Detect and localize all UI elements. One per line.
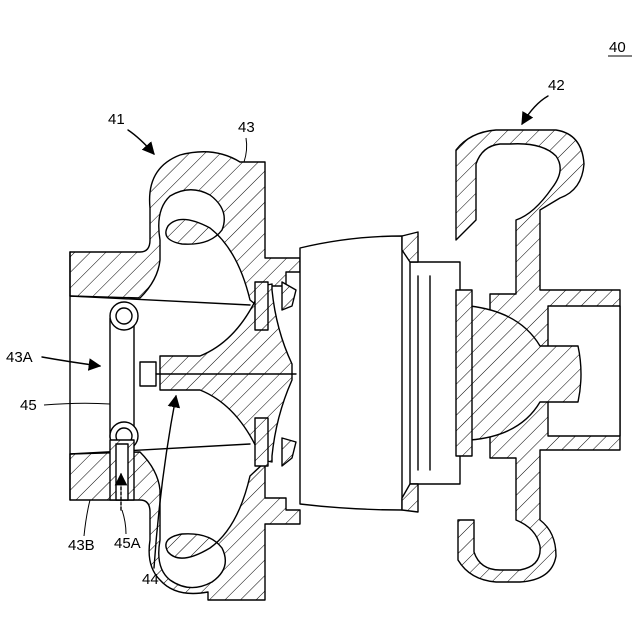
- label-43: 43: [238, 119, 255, 136]
- shaft-nut: [140, 362, 156, 386]
- figure-number: 40: [609, 39, 626, 56]
- recirculation-pipe-45: [110, 302, 138, 510]
- label-45A: 45A: [114, 535, 141, 552]
- label-41: 41: [108, 111, 125, 128]
- label-45-group: 45: [20, 397, 110, 414]
- label-45: 45: [20, 397, 37, 414]
- bearing-housing: [300, 232, 460, 512]
- turbine-housing-42: [456, 130, 620, 582]
- label-43A: 43A: [6, 349, 33, 366]
- label-43B-group: 43B: [68, 500, 95, 554]
- label-43B: 43B: [68, 537, 95, 554]
- inlet-lower-wall: [70, 444, 250, 454]
- label-42-group: 42: [522, 77, 565, 124]
- label-43-group: 43: [238, 119, 255, 162]
- label-41-group: 41: [108, 111, 154, 154]
- label-45A-group: 45A: [114, 510, 141, 552]
- inlet-upper-wall: [70, 296, 250, 305]
- compressor-wheel-44: [140, 282, 296, 466]
- pipe-upper-bend-inner: [116, 308, 132, 324]
- label-43A-group: 43A: [6, 349, 100, 366]
- turbine-back-disc: [456, 290, 472, 456]
- label-44: 44: [142, 571, 159, 588]
- label-42: 42: [548, 77, 565, 94]
